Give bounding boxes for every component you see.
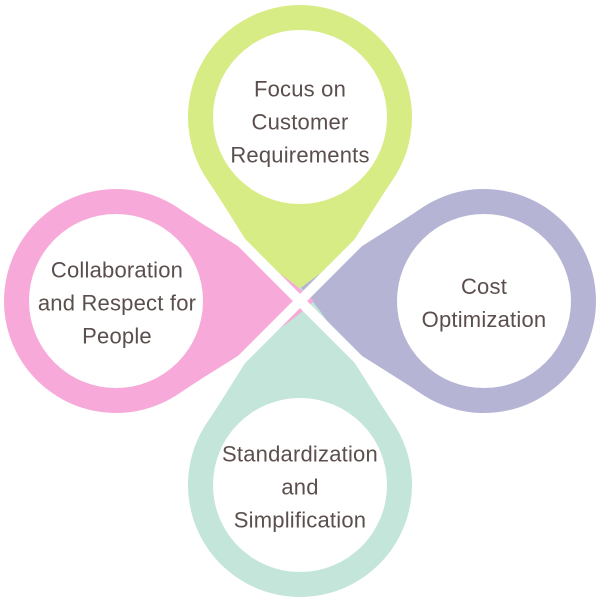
petal-bottom-label: Standardization and Simplification xyxy=(195,438,405,537)
petal-label-line: Cost xyxy=(460,274,508,299)
petal-label-line: People xyxy=(82,323,152,349)
petal-bottom-inner-circle xyxy=(213,398,387,572)
petal-right-label: Cost Optimization xyxy=(379,270,589,336)
petal-label-line: Standardization xyxy=(222,441,378,467)
petal-label-line: Collaboration xyxy=(50,257,184,283)
petal-label-line: Focus on xyxy=(253,76,347,102)
petal-label-line: and Respect for xyxy=(37,290,197,316)
petal-left-label: Collaboration and Respect for People xyxy=(12,254,222,353)
petal-label-line: Customer xyxy=(251,109,349,135)
petal-label-line: Simplification xyxy=(233,507,367,533)
petal-left-inner-circle xyxy=(29,214,203,388)
petal-label-line: Requirements xyxy=(230,142,370,168)
inner-circles xyxy=(29,30,571,572)
petal-label-line: and xyxy=(281,474,319,500)
petal-right-inner-circle xyxy=(397,214,571,388)
petal-top-label: Focus on Customer Requirements xyxy=(195,73,405,172)
petal-top-inner-circle xyxy=(213,30,387,204)
petal-label-line: Optimization xyxy=(421,307,547,332)
